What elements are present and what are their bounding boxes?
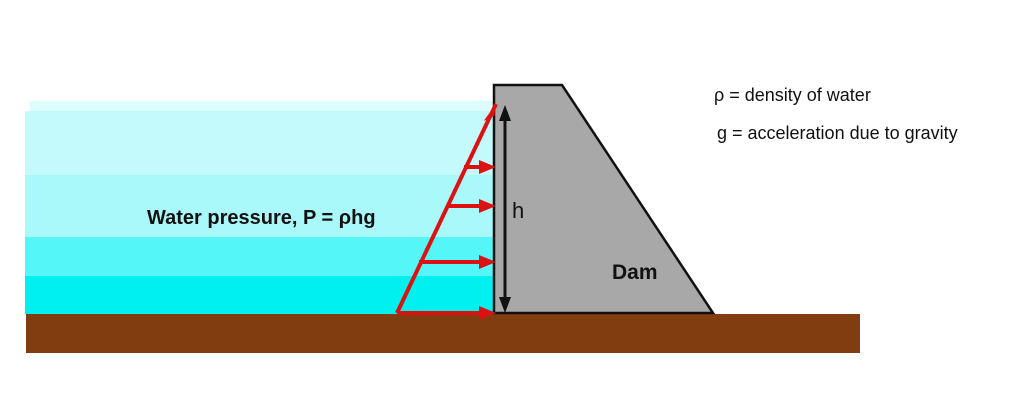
pressure-distribution	[395, 103, 498, 320]
water-body	[25, 101, 496, 314]
arrowhead-right-icon	[479, 255, 496, 269]
water-band	[30, 101, 496, 111]
water-pressure-label: Water pressure, P = ρhg	[147, 207, 376, 229]
pressure-arrow	[447, 199, 496, 213]
arrowhead-down-icon	[499, 297, 511, 313]
arrowhead-right-icon	[479, 160, 496, 174]
pressure-envelope-tip	[483, 104, 496, 121]
water-band	[25, 276, 496, 314]
dam-label: Dam	[612, 261, 658, 284]
pressure-arrow	[464, 160, 496, 174]
pressure-arrow	[397, 306, 496, 320]
height-label: h	[512, 198, 525, 223]
arrowhead-right-icon	[479, 199, 496, 213]
pressure-arrow	[419, 255, 496, 269]
pressure-envelope-line	[395, 103, 498, 314]
arrowhead-right-icon	[479, 306, 496, 320]
dam-shape	[492, 83, 716, 315]
rho-definition-label: ρ = density of water	[714, 85, 871, 105]
height-arrow	[499, 105, 511, 313]
arrowhead-up-icon	[499, 105, 511, 121]
g-definition-label: g = acceleration due to gravity	[717, 123, 958, 143]
ground	[26, 314, 860, 353]
water-band	[25, 175, 496, 237]
water-band	[25, 111, 496, 175]
